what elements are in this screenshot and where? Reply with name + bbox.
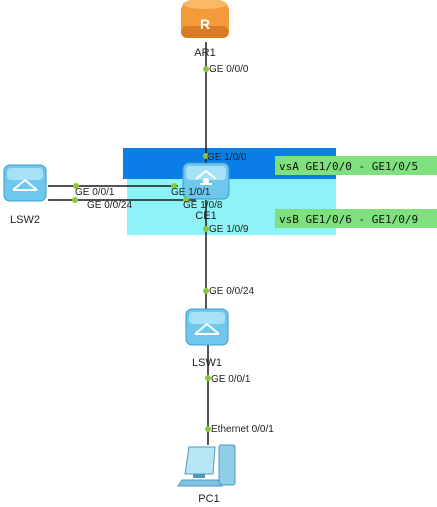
ar1-label: AR1	[194, 47, 215, 59]
port-label-lsw2-ge001: GE 0/0/1	[75, 187, 115, 198]
vsb-label: vsB GE1/0/6 - GE1/0/9	[275, 209, 437, 228]
links	[48, 42, 209, 445]
port-label-lsw2-ge0024: GE 0/0/24	[87, 200, 132, 211]
lsw1-label: LSW1	[192, 357, 222, 369]
port-dot	[203, 288, 209, 294]
port-dot	[205, 426, 211, 432]
pc-icon	[177, 444, 236, 487]
lsw1-switch[interactable]: LSW1	[185, 308, 229, 369]
port-dot	[171, 183, 177, 189]
vsb-label-text: vsB GE1/0/6 - GE1/0/9	[279, 213, 418, 226]
lsw2-switch[interactable]: LSW2	[3, 164, 47, 226]
port-dot	[183, 197, 189, 203]
port-label-ar1-ge000: GE 0/0/0	[209, 64, 249, 75]
switch-icon	[185, 308, 229, 346]
port-label-ce1-ge101: GE 1/0/1	[171, 187, 211, 198]
ce1-label: CE1	[195, 210, 216, 222]
ar1-router[interactable]: R AR1	[181, 0, 229, 59]
port-dots	[72, 66, 211, 432]
vsa-label: vsA GE1/0/0 - GE1/0/5	[275, 156, 437, 175]
port-label-ce1-ge108: GE 1/0/8	[183, 200, 223, 211]
port-label-pc1-eth001: Ethernet 0/0/1	[211, 424, 274, 435]
port-dot	[203, 226, 209, 232]
core-switch-icon	[182, 162, 230, 200]
ce1-switch[interactable]: CE1	[182, 162, 230, 222]
vsa-label-text: vsA GE1/0/0 - GE1/0/5	[279, 160, 418, 173]
port-label-ce1-ge100: GE 1/0/0	[207, 152, 247, 163]
port-dot	[73, 183, 79, 189]
port-label-lsw1-ge001: GE 0/0/1	[211, 374, 251, 385]
port-dot	[205, 375, 211, 381]
router-glyph: R	[200, 16, 210, 32]
port-dot	[72, 197, 78, 203]
switch-icon	[3, 164, 47, 202]
port-label-lsw1-ge0024: GE 0/0/24	[209, 286, 254, 297]
port-label-ce1-ge109: GE 1/0/9	[209, 224, 249, 235]
router-icon: R	[181, 0, 229, 38]
port-dot	[203, 153, 209, 159]
pc1-computer[interactable]: PC1	[177, 444, 236, 505]
lsw2-label: LSW2	[10, 214, 40, 226]
port-dot	[203, 66, 209, 72]
pc1-label: PC1	[198, 493, 219, 505]
